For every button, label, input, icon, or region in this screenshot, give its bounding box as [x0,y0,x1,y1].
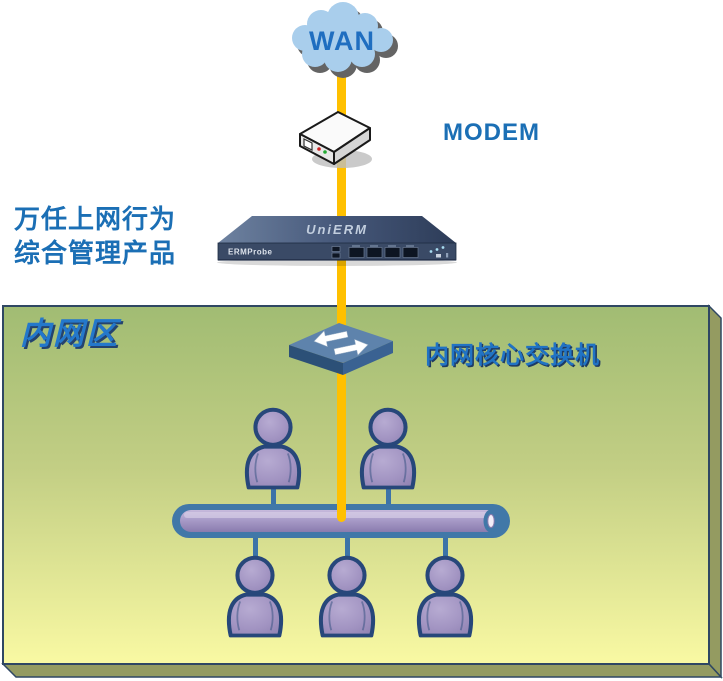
trunk-line [337,60,346,522]
wan-cloud-icon: WAN [292,2,398,78]
switch-right-face [343,341,393,375]
user-figure [219,553,291,639]
connector-stem [252,536,258,560]
user-figure [352,405,424,491]
zone-right-face [708,304,722,679]
erm-panel-label: ERMProbe [228,248,273,257]
connector-stem [270,487,276,507]
erm-appliance-icon: UniERM ERMProbe [217,216,457,266]
erm-ethernet-ports [348,245,419,258]
zone-bottom-face [1,663,723,678]
connector-stem [442,536,448,560]
connector-stem [385,487,391,507]
user-figure [311,553,383,639]
switch-top-face [289,323,393,363]
user-figure [237,405,309,491]
connector-stem [344,536,350,560]
product-label: 万任上网行为 综合管理产品 [14,202,194,270]
erm-status-leds [429,246,449,258]
cloud-shape [292,2,393,72]
user-figure [409,553,481,639]
erm-top-label: UniERM [306,222,368,237]
wan-label: WAN [309,26,375,56]
erm-top-face [218,216,456,243]
modem-icon [299,111,372,168]
zone-label: 内网区 [20,316,119,351]
product-label-line2: 综合管理产品 [14,238,177,268]
switch-front-face [289,345,343,375]
modem-label: MODEM [443,119,540,146]
product-label-line1: 万任上网行为 [14,204,177,234]
switch-arrows-icon [313,330,369,356]
switch-label: 内网核心交换机 [425,342,600,369]
switch-icon [289,323,393,375]
